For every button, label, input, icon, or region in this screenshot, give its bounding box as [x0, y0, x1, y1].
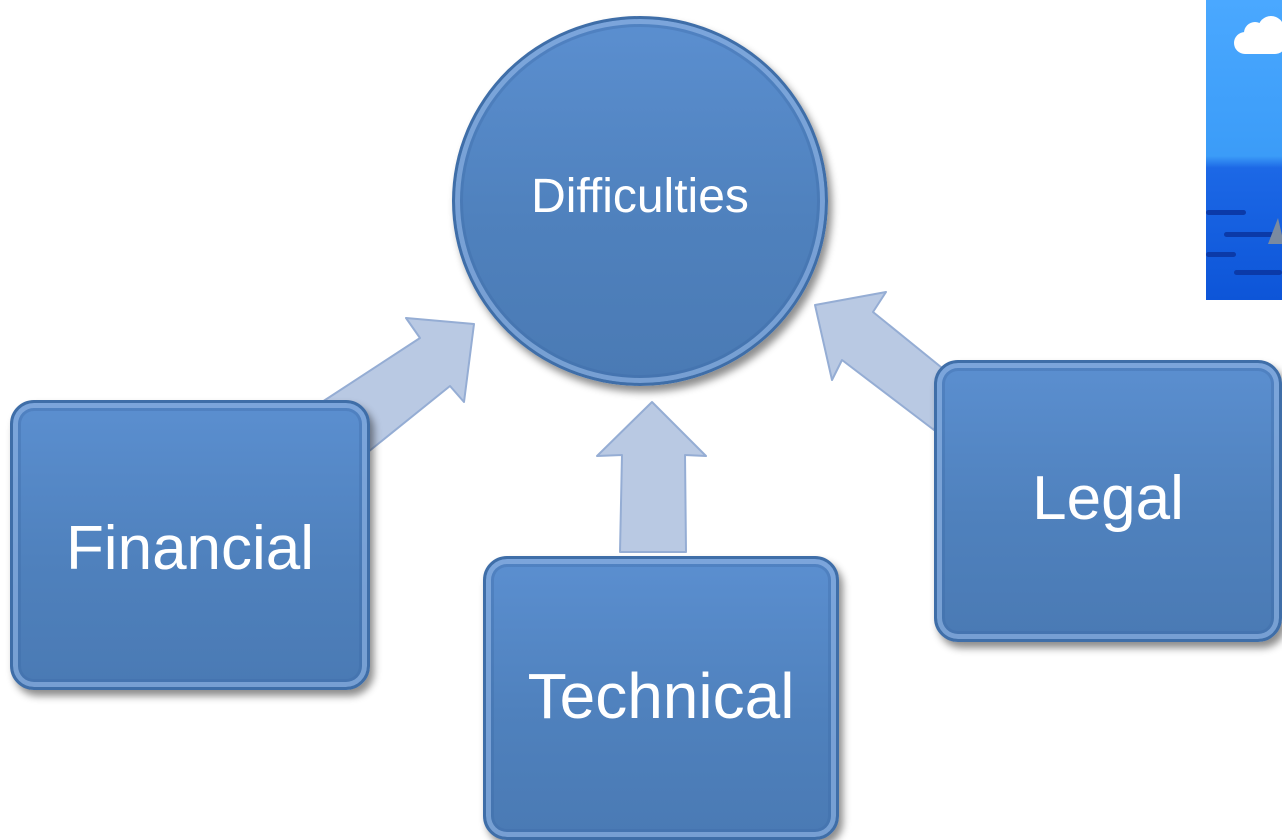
technical-node: Technical: [483, 556, 839, 840]
difficulties-label: Difficulties: [531, 169, 749, 223]
financial-node: Financial: [10, 400, 370, 690]
legal-label: Legal: [1032, 463, 1184, 533]
legal-node: Legal: [934, 360, 1282, 642]
financial-label: Financial: [65, 513, 315, 583]
sea-cloud-shark-icon: [1206, 0, 1282, 300]
cloud-icon: [1234, 16, 1282, 54]
shark-fin-icon: [1268, 218, 1282, 244]
arrow-legal-to-difficulties: [814, 291, 953, 431]
arrow-technical-to-difficulties: [596, 401, 707, 553]
technical-label: Technical: [527, 660, 795, 732]
difficulties-node: Difficulties: [452, 16, 828, 386]
